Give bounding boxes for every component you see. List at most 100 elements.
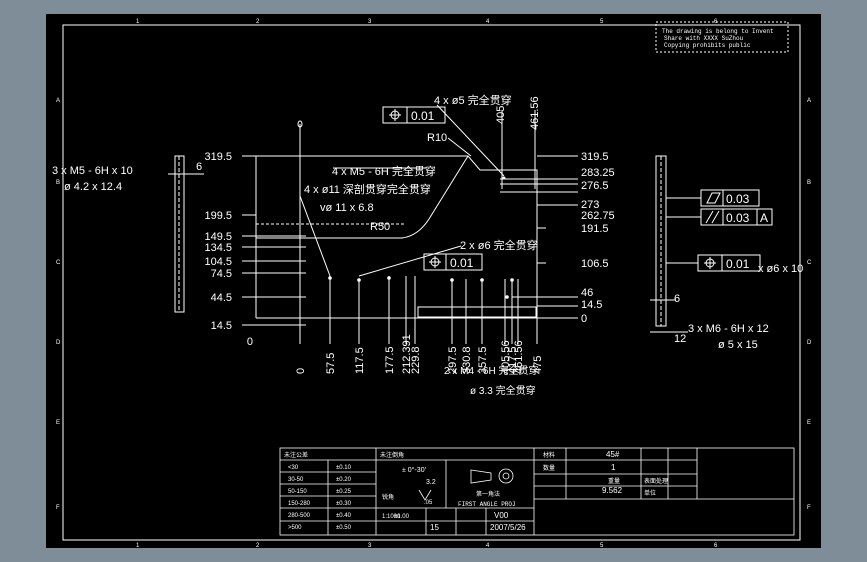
tb-rough: 3.2 [426, 479, 436, 486]
tb-scale: 1:1000 [382, 514, 401, 520]
ydim-label: 319.5 [204, 151, 232, 163]
ydim-right-label: 262.75 [581, 210, 615, 222]
ydim-label: 0 [247, 336, 253, 348]
left-view [168, 155, 204, 313]
tb-edge-val: .05 [424, 500, 433, 506]
ydim-right-label: 319.5 [581, 151, 609, 163]
grid-number-bottom-6: 6 [714, 543, 718, 548]
ydim-label: 199.5 [204, 210, 232, 222]
tb-sheet-num: 15 [430, 523, 439, 532]
tol-row-range: 150-280 [288, 501, 311, 507]
tb-chamfer-header: 未注倒角 [380, 451, 404, 459]
ydim-label: 74.5 [211, 268, 232, 280]
grid-number-4: 4 [486, 19, 490, 25]
tb-rev: V00 [494, 511, 509, 520]
left-view-label-1: 3 x M5 - 6H x 10 [52, 165, 133, 177]
tol-row-value: ±0.40 [336, 513, 352, 519]
rv-m6-callout: 3 x M6 - 6H x 12 [688, 323, 769, 335]
rv-dim6: 6 [674, 293, 680, 305]
note-line-3: Copying prohibits public [664, 42, 751, 49]
grid-number-3: 3 [368, 19, 372, 25]
grid-letter-C: C [56, 260, 61, 266]
xdim-label: 177.5 [384, 346, 396, 374]
ydim-right-label: 46 [581, 287, 593, 299]
grid-letter-B: B [56, 180, 60, 186]
xdim-label: 405.56 [500, 340, 512, 374]
grid-number-bottom-1: 1 [136, 543, 140, 548]
ydim-right-label: 283.25 [581, 167, 615, 179]
ydim-label: 14.5 [211, 320, 232, 332]
position-icon-2 [429, 256, 441, 268]
tb-proj: FIRST ANGLE PROJ [458, 501, 516, 508]
m5-callout: 4 x M5 - 6H 完全贯穿 [332, 164, 436, 178]
m4-drill-callout: ø 3.3 完全贯穿 [470, 384, 536, 397]
tb-weight-label: 重量 [608, 477, 620, 485]
left-view-dim: 6 [196, 161, 202, 173]
note-line-1: The drawing is belong to Invent [662, 28, 774, 35]
tb-material-label: 材料 [543, 451, 555, 459]
ydim-right-label: 0 [581, 313, 587, 325]
note-line-2: Share with XXXX SuZhou [664, 35, 744, 42]
ydim-label: 149.5 [204, 231, 232, 243]
y-dimensions-right: 319.5283.25276.5273262.75191.5106.54614.… [581, 151, 615, 325]
grid-number-bottom-5: 5 [600, 543, 604, 548]
tb-unit-label: 单位 [644, 489, 656, 497]
right-view [650, 155, 773, 333]
r50-label: R50 [370, 221, 390, 233]
d11-callout: 4 x ø11 深剖贯穿完全贯穿 [304, 182, 431, 196]
tb-angle: ± 0°-30' [402, 466, 426, 474]
grid-letter-right-E: E [807, 420, 811, 426]
tol-frame-1 [382, 106, 446, 124]
holes4-callout: 4 x ø5 完全贯穿 [434, 93, 512, 107]
grid-letter-right-A: A [807, 98, 811, 104]
tb-qty: 1 [611, 463, 616, 472]
tol-value-2: 0.01 [450, 256, 474, 270]
grid-letter-A: A [56, 98, 60, 104]
ydim-label: 134.5 [204, 242, 232, 254]
flatness-value: 0.03 [726, 192, 750, 206]
grid-number-bottom-3: 3 [368, 543, 372, 548]
tol-row-value: ±0.30 [336, 501, 352, 507]
m4-callout: 2 x M4 - 6H 完全贯穿 [444, 364, 538, 377]
tb-proj-cn: 第一角法 [476, 490, 500, 498]
tb-scale2: ±1.00 [394, 514, 410, 520]
left-view-label-2: ø 4.2 x 12.4 [64, 181, 122, 193]
tol-row-range: 280-500 [288, 513, 311, 519]
main-view [242, 104, 578, 344]
xdim-label: 475 [532, 356, 544, 374]
tol-row-range: >500 [288, 525, 302, 531]
tol-row-value: ±0.25 [336, 489, 352, 495]
rv-holes-callout: x ø6 x 10 [758, 263, 803, 275]
tol-row-range: 50-150 [288, 489, 307, 495]
tb-edge: 锐角 [382, 493, 394, 501]
grid-number-bottom-2: 2 [256, 543, 260, 548]
grid-letter-D: D [56, 340, 61, 346]
xdim-label: 357.5 [477, 346, 489, 374]
ydim-right-label: 106.5 [581, 258, 609, 270]
tb-material: 45# [606, 450, 620, 459]
tol-row-value: ±0.10 [336, 465, 352, 471]
grid-letter-right-B: B [807, 180, 811, 186]
xdim-label: 229.8 [410, 346, 422, 374]
tol-row-range: <30 [288, 465, 299, 471]
note-box [655, 21, 789, 53]
ydim-right-label: 276.5 [581, 180, 609, 192]
inner-border [62, 24, 801, 541]
tb-finish-label: 表面处理 [644, 477, 668, 485]
tb-qty-label: 数量 [543, 464, 555, 472]
rv-dim12: 12 [674, 333, 686, 345]
ydim-label: 44.5 [211, 292, 232, 304]
rv-pos-value: 0.01 [726, 257, 750, 271]
xdim-top-461: 461.56 [529, 96, 541, 130]
grid-number-5: 5 [600, 19, 604, 25]
holes2-callout: 2 x ø6 完全贯穿 [460, 238, 538, 252]
position-icon [389, 109, 401, 121]
xdim-label: 297.5 [447, 346, 459, 374]
parallel-value: 0.03 [726, 211, 750, 225]
xdim-label: 330.8 [461, 346, 473, 374]
